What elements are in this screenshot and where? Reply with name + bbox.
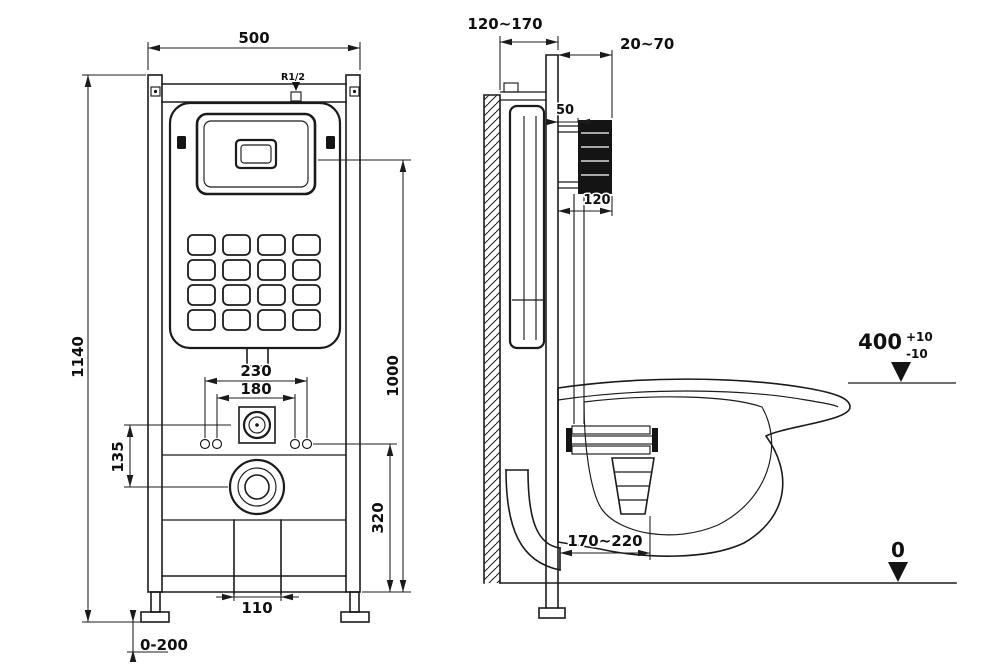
water-inlet-label: R1/2	[281, 72, 305, 83]
connector-rib-2	[567, 435, 655, 445]
cistern-side-body	[508, 104, 546, 350]
left-foot-stem	[150, 591, 161, 613]
wall-hatch	[484, 95, 500, 583]
wall-lines	[483, 94, 501, 584]
connector-clamp-right	[652, 428, 658, 452]
flush-plate-side	[558, 120, 612, 424]
top-crossbar	[161, 83, 347, 103]
elbow-outer	[505, 469, 561, 571]
flush-plate-inner	[203, 120, 309, 188]
bowl-outline	[557, 378, 851, 557]
bottom-bracket	[233, 519, 282, 595]
right-foot-stem	[349, 591, 360, 613]
dim-text-bracket-width: 110	[241, 599, 272, 617]
plate-stack-lines	[581, 132, 609, 176]
drain-cone-ribs	[615, 471, 651, 501]
inlet-center-dot	[255, 423, 259, 427]
side-view: 120~170 20~70 50 120 170~220 400 +10 -10…	[466, 14, 957, 619]
frame-front	[140, 74, 370, 623]
water-inlet-callout: R1/2	[280, 71, 306, 102]
left-rail	[147, 74, 163, 593]
bowl-rim-line	[557, 390, 839, 408]
inlet-fitting-outer	[242, 410, 272, 440]
fixing-bolt-outer-right	[301, 438, 313, 450]
fixing-bolt-outer-left	[199, 438, 211, 450]
dim-text-bolt-inner: 180	[240, 380, 271, 398]
toilet-bowl-profile	[557, 378, 851, 557]
bracket-anchor	[503, 82, 519, 93]
plate-mount-rods	[558, 125, 578, 189]
rim-height-level: 400 +10 -10	[848, 329, 956, 384]
cistern-mechanism	[512, 116, 544, 340]
fixing-bolt-inner-left	[211, 438, 223, 450]
elbow-inner	[527, 469, 561, 549]
drain-ring-outer	[228, 458, 286, 516]
frame-side-foot	[538, 607, 566, 619]
connector-rib-3	[571, 445, 651, 455]
front-view: 500 1140 1000 230 180 135 320 110 0-200 …	[68, 28, 411, 662]
side-extension-lines	[499, 36, 651, 560]
floor-arrow-icon	[888, 562, 908, 582]
connector-rib-1	[571, 425, 651, 435]
flush-plate-frame	[195, 112, 317, 196]
mounting-grid	[187, 234, 321, 331]
flush-plate-stack	[578, 120, 612, 194]
inlet-fitting-inner	[248, 416, 266, 434]
dim-text-drain-height: 320	[369, 502, 387, 533]
right-rail	[345, 74, 361, 593]
drain-ring-inner	[244, 474, 270, 500]
dim-text-frame-depth: 120~170	[467, 15, 542, 33]
drain-ring-mid	[237, 467, 277, 507]
drain-assembly-front	[199, 406, 313, 595]
inlet-fitting-box	[238, 406, 276, 444]
front-dimensions: 500 1140 1000 230 180 135 320 110 0-200 …	[68, 28, 411, 662]
flush-pipe-front	[246, 347, 269, 367]
bolt-dot-left	[153, 89, 158, 94]
dim-text-width: 500	[238, 29, 269, 47]
top-bolt-hole-left	[150, 86, 161, 97]
right-foot-plate	[340, 611, 370, 623]
brand-mark-right	[326, 136, 335, 149]
bowl-cavity	[583, 396, 773, 536]
dim-text-outlet-distance: 170~220	[567, 532, 642, 550]
dim-text-total-height: 1140	[69, 336, 87, 378]
dim-text-rim-height: 400	[858, 330, 902, 354]
level-arrow-icon	[891, 362, 911, 382]
dim-text-rim-tol-minus: -10	[906, 347, 928, 361]
top-bolt-hole-right	[349, 86, 360, 97]
dim-text-top-gap: 50	[556, 103, 574, 118]
flush-pipe-drop	[573, 194, 585, 424]
flush-button-inner	[240, 144, 272, 164]
fixing-bolt-inner-right	[289, 438, 301, 450]
cistern-front	[168, 101, 342, 367]
dim-text-pipe-depth: 120	[583, 193, 610, 208]
wall-section	[483, 82, 546, 584]
connector-clamp-left	[566, 428, 572, 452]
callout-arrow-icon	[292, 82, 300, 91]
outlet-elbow	[505, 469, 561, 571]
dim-text-offset-left: 135	[109, 441, 127, 472]
bowl-connector	[566, 425, 658, 515]
water-inlet-port	[290, 91, 302, 102]
frame-side-rails	[545, 54, 559, 609]
brand-mark-left	[177, 136, 186, 149]
floor-level: 0	[499, 537, 957, 584]
bottom-crossbar	[161, 575, 347, 593]
dim-text-rim-tol-plus: +10	[906, 330, 933, 344]
left-foot-plate	[140, 611, 170, 623]
bolt-dot-right	[352, 89, 357, 94]
dim-text-floor-level: 0	[891, 538, 905, 562]
dim-text-feet-range: 0-200	[140, 636, 188, 654]
dim-text-plate-depth: 20~70	[620, 35, 674, 53]
cistern-side	[508, 104, 546, 350]
flush-button-outer	[234, 138, 278, 170]
drain-cone	[611, 457, 655, 515]
dim-text-frame-height: 1000	[384, 355, 402, 397]
dim-text-bolt-outer: 230	[240, 362, 271, 380]
mid-plates	[162, 454, 346, 521]
side-dimensions: 120~170 20~70 50 120 170~220 400 +10 -10…	[466, 14, 957, 584]
top-wall-bracket	[500, 91, 546, 101]
